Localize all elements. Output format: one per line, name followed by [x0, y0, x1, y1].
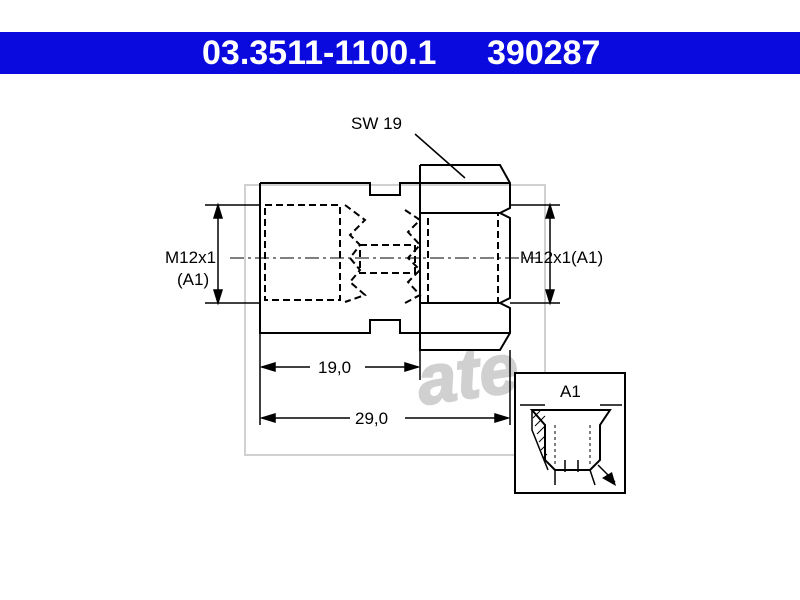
- dimension-29: [259, 350, 511, 425]
- dimension-19: [259, 333, 421, 425]
- right-thread-label: M12x1(A1): [520, 248, 603, 267]
- left-thread-label-2: (A1): [177, 270, 209, 289]
- watermark-text: ate: [412, 328, 523, 419]
- reference-number: 390287: [487, 34, 601, 72]
- left-thread-label-1: M12x1: [165, 248, 216, 267]
- header-bar: 03.3511-1100.1 390287: [0, 32, 800, 74]
- wrench-size-label: SW 19: [351, 114, 402, 133]
- dimension-19-label: 19,0: [318, 358, 351, 377]
- left-thread-dimension: [205, 202, 260, 306]
- hex-nut: [419, 164, 511, 351]
- part-number: 03.3511-1100.1: [202, 34, 437, 72]
- wrench-size-leader: [414, 133, 466, 179]
- dimension-29-label: 29,0: [355, 409, 388, 428]
- hidden-threads: [264, 204, 499, 304]
- detail-a1-box: [514, 372, 626, 494]
- detail-a1-label: A1: [560, 382, 581, 401]
- right-thread-dimension: [510, 202, 560, 306]
